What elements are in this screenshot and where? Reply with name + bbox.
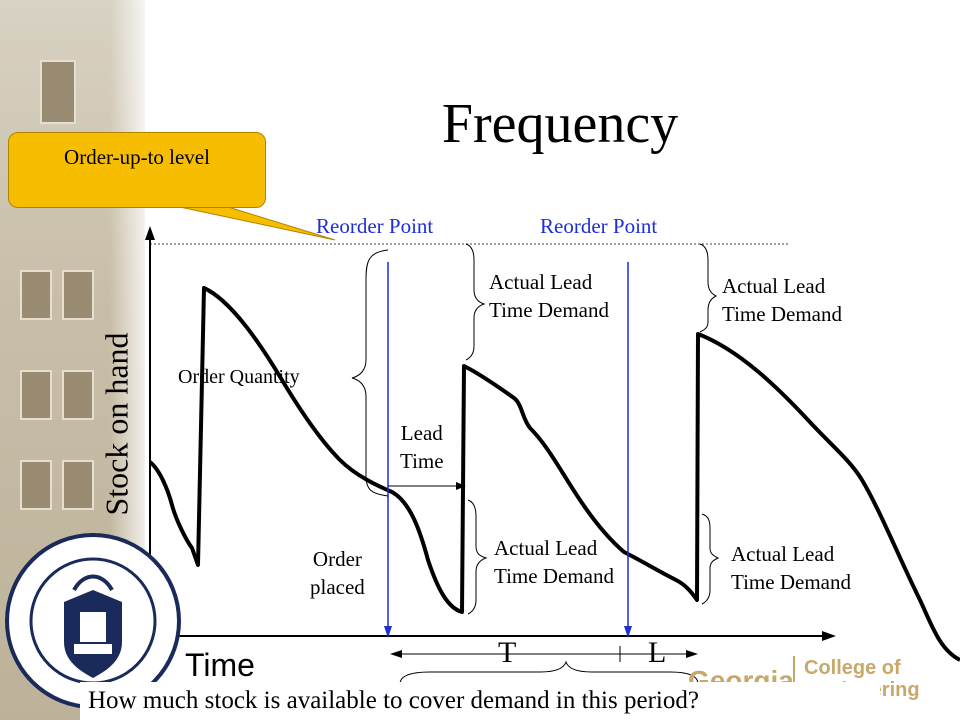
brace-altd-top-2	[699, 243, 718, 333]
callout-pointer	[174, 205, 336, 241]
x-axis-label: Time	[185, 647, 255, 683]
altd-bottom-2: Actual Lead Time Demand	[731, 540, 851, 597]
altd-bottom-1-line2: Time Demand	[494, 564, 614, 589]
reorder-arrow-2	[624, 626, 632, 638]
brace-altd-bottom-1	[467, 499, 488, 615]
altd-bottom-2-line1: Actual Lead	[731, 542, 835, 566]
tl-arrow-left	[390, 650, 402, 658]
altd-bottom-1-line1: Actual Lead	[494, 536, 598, 560]
altd-top-2-line2: Time Demand	[722, 302, 842, 327]
svg-text:College of: College of	[804, 657, 901, 679]
altd-top-1-line1: Actual Lead	[489, 270, 593, 294]
callout-text: Order-up-to level	[64, 145, 210, 169]
brace-tl-bottom	[399, 660, 699, 685]
altd-top-1: Actual Lead Time Demand	[489, 268, 609, 325]
lead-time-line1: Lead	[400, 421, 443, 445]
y-axis-arrow	[145, 226, 155, 240]
altd-top-2: Actual Lead Time Demand	[722, 272, 842, 329]
reorder-point-label-1: Reorder Point	[316, 214, 434, 238]
brace-altd-top-1	[465, 243, 486, 361]
altd-top-2-line1: Actual Lead	[722, 274, 826, 298]
slide-title: Frequency	[441, 93, 679, 155]
reorder-point-label-2: Reorder Point	[540, 214, 658, 238]
t-label: T	[498, 636, 517, 669]
stock-level-curve	[148, 286, 960, 662]
lead-time-line2: Time	[400, 449, 444, 474]
tl-arrow-right	[686, 650, 698, 658]
altd-top-1-line2: Time Demand	[489, 298, 609, 323]
reorder-arrow-1	[384, 626, 392, 638]
y-axis-label: Stock on hand	[98, 332, 135, 516]
brace-order-quantity	[351, 249, 389, 497]
l-label: L	[648, 636, 667, 669]
altd-bottom-2-line2: Time Demand	[731, 570, 851, 595]
order-quantity-label: Order Quantity	[178, 366, 300, 388]
georgia-tech-seal-icon	[5, 533, 181, 709]
altd-bottom-1: Actual Lead Time Demand	[494, 534, 614, 591]
order-up-to-callout: Order-up-to level	[8, 132, 266, 208]
lead-time-arrowhead	[456, 482, 466, 490]
x-axis-arrow	[822, 631, 836, 641]
lead-time-label: Lead Time	[400, 419, 444, 476]
order-placed-line1: Order	[312, 547, 362, 571]
order-placed-label: Order placed	[310, 545, 365, 602]
order-placed-line2: placed	[310, 575, 365, 600]
bottom-question: How much stock is available to cover dem…	[80, 682, 880, 720]
brace-altd-bottom-2	[701, 513, 720, 605]
